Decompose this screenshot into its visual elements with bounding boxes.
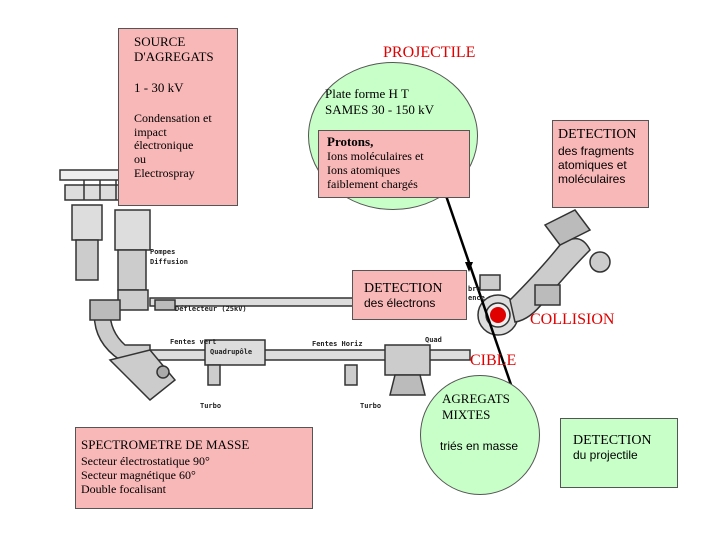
collision-label: COLLISION <box>530 311 615 328</box>
projectile-title: PROJECTILE <box>383 44 476 61</box>
agregats-line2: MIXTES <box>442 407 491 422</box>
label-chambre: bre <box>468 285 481 293</box>
source-title-line1: SOURCE <box>134 34 186 49</box>
projectile-platform-line2: SAMES 30 - 150 kV <box>325 102 435 117</box>
source-voltage: 1 - 30 kV <box>134 79 184 95</box>
source-method-line: Condensation et <box>134 110 212 125</box>
spectrometer-line: Double focalisant <box>81 481 166 496</box>
spectrometer-line: Secteur magnétique 60° <box>81 467 196 482</box>
spectrometer-box: SPECTROMETRE DE MASSE Secteur électrosta… <box>75 427 313 509</box>
detection-fragments-line: moléculaires <box>558 171 626 186</box>
source-method-line: électronique <box>134 138 194 153</box>
detection-electrons-subtitle: des électrons <box>364 296 436 311</box>
ions-title: Protons, <box>327 134 374 149</box>
ions-line: faiblement chargés <box>327 176 418 191</box>
ions-line: Ions atomiques <box>327 162 400 177</box>
label-fentes-vert: Fentes vert <box>170 338 217 346</box>
source-method-line: Electrospray <box>134 166 195 180</box>
detection-electrons-title: DETECTION <box>364 281 443 296</box>
spectrometer-title: SPECTROMETRE DE MASSE <box>81 437 250 452</box>
agregats-sorted: triés en masse <box>440 439 519 453</box>
detection-projectile-subtitle: du projectile <box>573 448 638 463</box>
label-quad: Quad <box>425 336 442 344</box>
source-title-line2: D'AGREGATS <box>134 48 214 64</box>
label-fentes-horiz: Fentes Horiz <box>312 340 363 348</box>
detection-electrons-box: DETECTION des électrons <box>352 270 467 320</box>
agregats-line1: AGREGATS <box>442 391 510 406</box>
source-box: SOURCE D'AGREGATS 1 - 30 kV Condensation… <box>118 28 238 206</box>
detection-fragments-line: atomiques et <box>558 157 627 172</box>
label-turbo-2: Turbo <box>360 402 382 410</box>
agregats-mixtes-circle <box>420 375 540 495</box>
label-turbo-1: Turbo <box>200 402 222 410</box>
cible-label: CIBLE <box>470 352 517 369</box>
projectile-platform-line1: Plate forme H T <box>325 86 409 101</box>
detection-fragments-title: DETECTION <box>558 127 637 142</box>
ions-box: Protons, Ions moléculaires et Ions atomi… <box>318 130 470 198</box>
label-diffusion: Diffusion <box>150 258 188 266</box>
spectrometer-line: Secteur électrostatique 90° <box>81 453 210 468</box>
detection-projectile-title: DETECTION <box>573 433 652 448</box>
detection-projectile-box: DETECTION du projectile <box>560 418 678 488</box>
detection-fragments-box: DETECTION des fragments atomiques et mol… <box>552 120 649 208</box>
label-quadrupole: Quadrupôle <box>210 348 253 356</box>
source-method-line: impact <box>134 124 167 139</box>
ions-line: Ions moléculaires et <box>327 148 424 163</box>
source-method: Condensation et impact électronique ou E… <box>134 110 237 181</box>
source-method-line: ou <box>134 152 146 167</box>
label-deflecteur: Déflecteur (25kV) <box>175 305 247 313</box>
label-pompes: Pompes <box>150 248 176 256</box>
label-chambre-2: ence <box>468 294 485 302</box>
detection-fragments-line: des fragments <box>558 144 635 159</box>
